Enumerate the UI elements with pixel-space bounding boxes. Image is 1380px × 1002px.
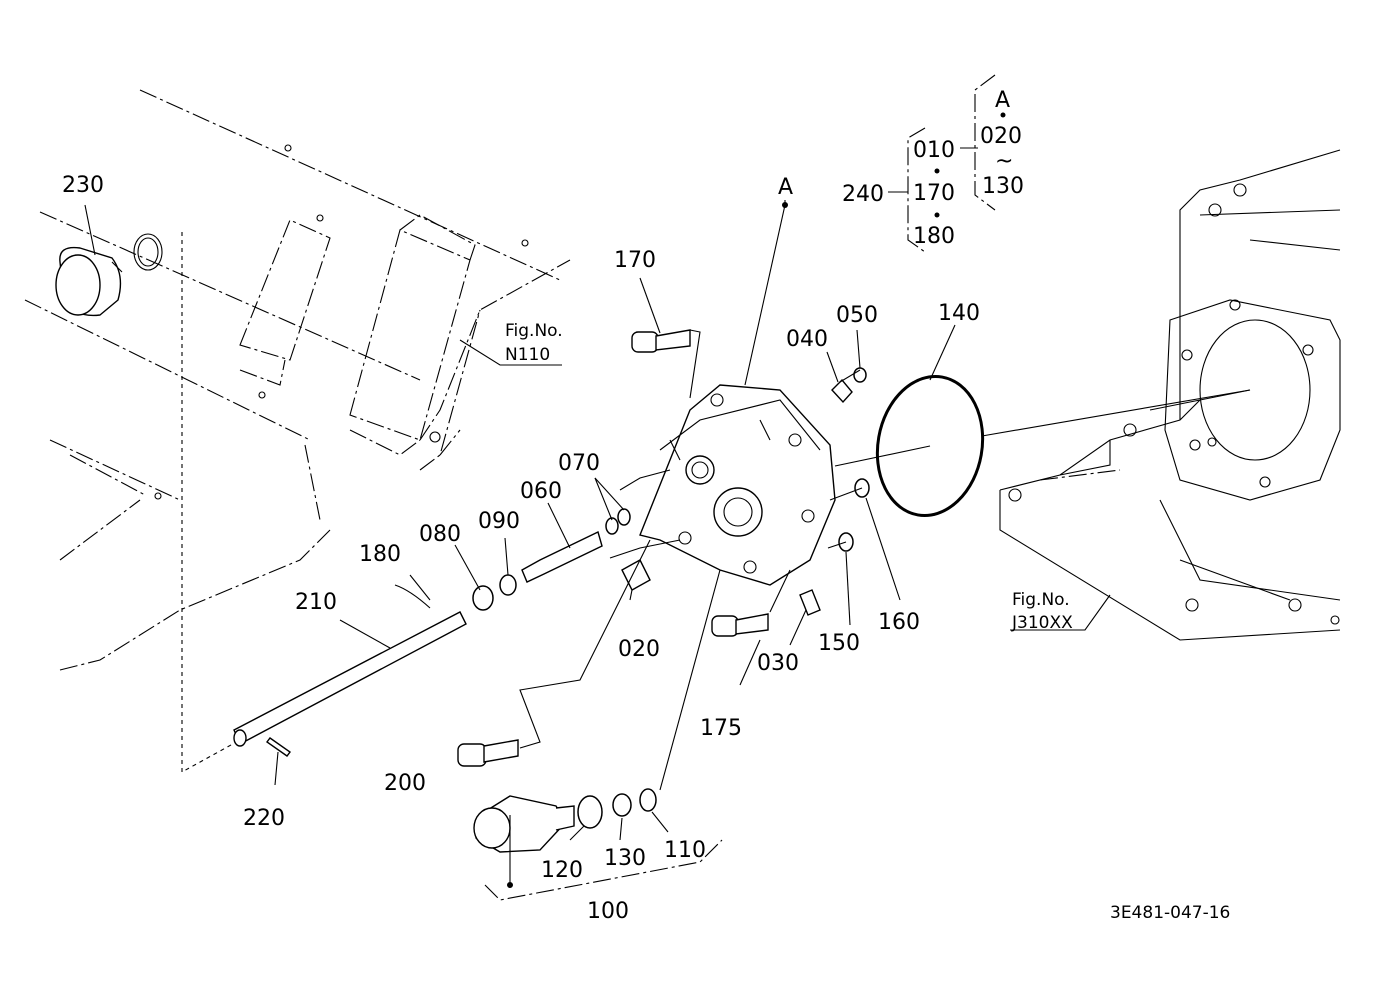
group-A: A bbox=[995, 88, 1010, 113]
ref-j310xx-line2: J310XX bbox=[1011, 613, 1073, 633]
ref-n110-line2: N110 bbox=[505, 345, 550, 365]
part-060-spool bbox=[521, 531, 603, 583]
label-040: 040 bbox=[786, 327, 828, 352]
group-170: 170 bbox=[913, 181, 955, 206]
label-100: 100 bbox=[587, 899, 629, 924]
part-080-washer bbox=[472, 585, 494, 611]
part-labels: 230 170 040 050 140 070 060 080 090 180 … bbox=[62, 88, 1230, 924]
part-180-bolt bbox=[457, 739, 519, 767]
part-220-pin bbox=[266, 737, 291, 757]
part-150-o-ring bbox=[838, 532, 854, 552]
ref-n110-line1: Fig.No. bbox=[505, 321, 563, 341]
part-120-o-ring bbox=[577, 795, 603, 829]
callout-A: A bbox=[778, 175, 793, 200]
label-160: 160 bbox=[878, 610, 920, 635]
label-110: 110 bbox=[664, 838, 706, 863]
part-210-shaft bbox=[233, 611, 467, 747]
label-030: 030 bbox=[757, 651, 799, 676]
part-070-o-ring bbox=[605, 517, 619, 535]
part-230-knob bbox=[55, 233, 163, 317]
part-020-plug bbox=[621, 559, 651, 591]
group-180: 180 bbox=[913, 224, 955, 249]
label-050: 050 bbox=[836, 303, 878, 328]
label-060: 060 bbox=[520, 479, 562, 504]
label-090: 090 bbox=[478, 509, 520, 534]
part-110-o-ring bbox=[639, 788, 657, 812]
part-100-relief-valve bbox=[473, 795, 575, 853]
part-200-clip bbox=[394, 584, 431, 609]
group-010: 010 bbox=[913, 138, 955, 163]
group-tilde: ~ bbox=[995, 149, 1013, 174]
part-130-washer bbox=[612, 793, 632, 817]
label-175: 175 bbox=[700, 716, 742, 741]
label-170: 170 bbox=[614, 248, 656, 273]
label-220: 220 bbox=[243, 806, 285, 831]
label-120: 120 bbox=[541, 858, 583, 883]
label-130: 130 bbox=[604, 846, 646, 871]
label-140: 140 bbox=[938, 301, 980, 326]
ref-j310xx-line1: Fig.No. bbox=[1012, 590, 1070, 610]
part-160-o-ring bbox=[854, 478, 870, 498]
right-housing-outline bbox=[999, 149, 1341, 641]
part-170-bolt bbox=[631, 329, 691, 353]
label-070: 070 bbox=[558, 451, 600, 476]
group-bracket bbox=[888, 74, 1006, 253]
part-140-o-ring bbox=[875, 374, 985, 518]
part-090-washer bbox=[499, 574, 517, 596]
label-210: 210 bbox=[295, 590, 337, 615]
part-040-plug bbox=[831, 378, 853, 404]
part-070-o-ring-2 bbox=[617, 508, 631, 526]
label-180: 200 bbox=[384, 771, 426, 796]
drawing-code: 3E481-047-16 bbox=[1110, 903, 1230, 923]
label-020: 020 bbox=[618, 637, 660, 662]
group-label-240: 240 bbox=[842, 182, 884, 207]
group-020: 020 bbox=[980, 124, 1022, 149]
group-130: 130 bbox=[982, 174, 1024, 199]
label-080: 080 bbox=[419, 522, 461, 547]
group-100-bracket bbox=[484, 839, 723, 901]
left-housing-outline bbox=[24, 89, 571, 773]
pump-cover bbox=[639, 384, 836, 586]
part-175-bolt bbox=[711, 613, 769, 637]
label-200: 180 bbox=[359, 542, 401, 567]
part-030-plug bbox=[799, 589, 821, 616]
leader-lines bbox=[84, 200, 1251, 888]
label-150: 150 bbox=[818, 631, 860, 656]
label-230: 230 bbox=[62, 173, 104, 198]
